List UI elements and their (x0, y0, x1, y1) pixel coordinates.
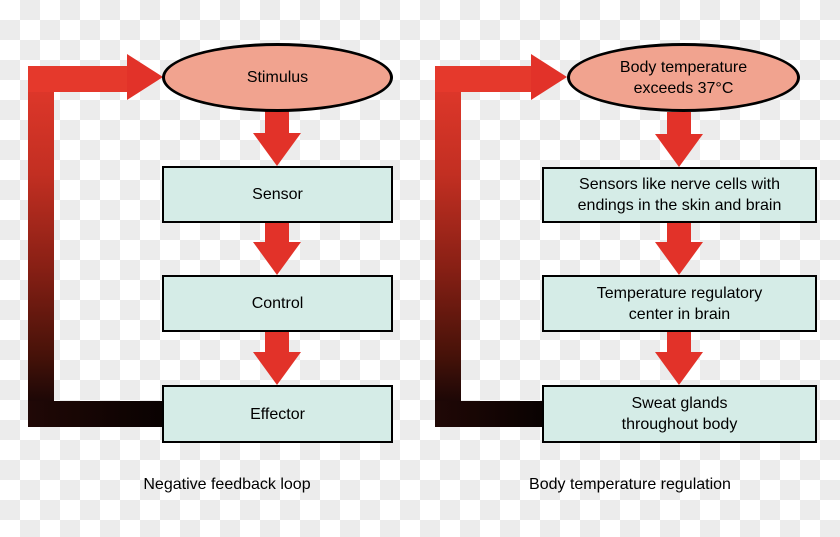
down-arrow-icon (655, 331, 703, 385)
node-label-line: center in brain (628, 305, 731, 323)
arrow-head (655, 242, 703, 275)
down-arrow-icon (655, 222, 703, 275)
start-node-stimulus: Stimulus (162, 43, 393, 112)
step-node-effector: Effector (162, 385, 393, 443)
node-label: Stimulus (246, 69, 309, 86)
feedback-loop-vertical-bar (435, 66, 461, 427)
start-node-body-temperature: Body temperature exceeds 37°C (567, 43, 800, 112)
feedback-loop-arrowhead-icon (531, 54, 567, 100)
arrow-head (253, 242, 301, 275)
node-label-line: throughout body (621, 416, 738, 433)
step-node-sensors: Sensors like nerve cells with endings in… (542, 167, 817, 223)
step-node-sweat-glands: Sweat glands throughout body (542, 385, 817, 443)
chart-caption: Body temperature regulation (529, 476, 731, 493)
arrow-head (253, 352, 301, 385)
node-label-line: Body temperature (619, 58, 748, 76)
arrow-shaft (667, 331, 691, 352)
down-arrow-icon (253, 331, 301, 385)
node-label-line: Temperature regulatory (596, 284, 763, 302)
feedback-loop-top-arm (28, 66, 127, 92)
feedback-loop-arrowhead-icon (127, 54, 163, 100)
feedback-loop-top-arm (435, 66, 532, 92)
node-label: Effector (250, 405, 305, 423)
arrow-head (655, 134, 703, 167)
step-node-control: Control (162, 275, 393, 332)
arrow-shaft (667, 112, 691, 134)
arrow-head (253, 133, 301, 166)
node-label-line: Sensors like nerve cells with (579, 176, 780, 193)
node-label: Control (251, 295, 304, 312)
node-label-line: exceeds 37°C (633, 79, 734, 97)
arrow-shaft (265, 111, 289, 133)
down-arrow-icon (253, 111, 301, 166)
down-arrow-icon (655, 112, 703, 167)
feedback-loop-vertical-bar (28, 66, 54, 427)
down-arrow-icon (253, 221, 301, 275)
arrow-head (655, 352, 703, 385)
node-label: Sensor (252, 186, 303, 203)
node-label-line: endings in the skin and brain (577, 197, 782, 214)
step-node-sensor: Sensor (162, 166, 393, 223)
arrow-shaft (265, 221, 289, 242)
feedback-loop-bottom-arm (28, 401, 164, 427)
arrow-shaft (667, 222, 691, 242)
node-label-line: Sweat glands (631, 395, 728, 412)
feedback-loop-bottom-arm (435, 401, 544, 427)
chart-caption: Negative feedback loop (143, 476, 311, 493)
step-node-regulatory-center: Temperature regulatory center in brain (542, 275, 817, 332)
arrow-shaft (265, 331, 289, 352)
